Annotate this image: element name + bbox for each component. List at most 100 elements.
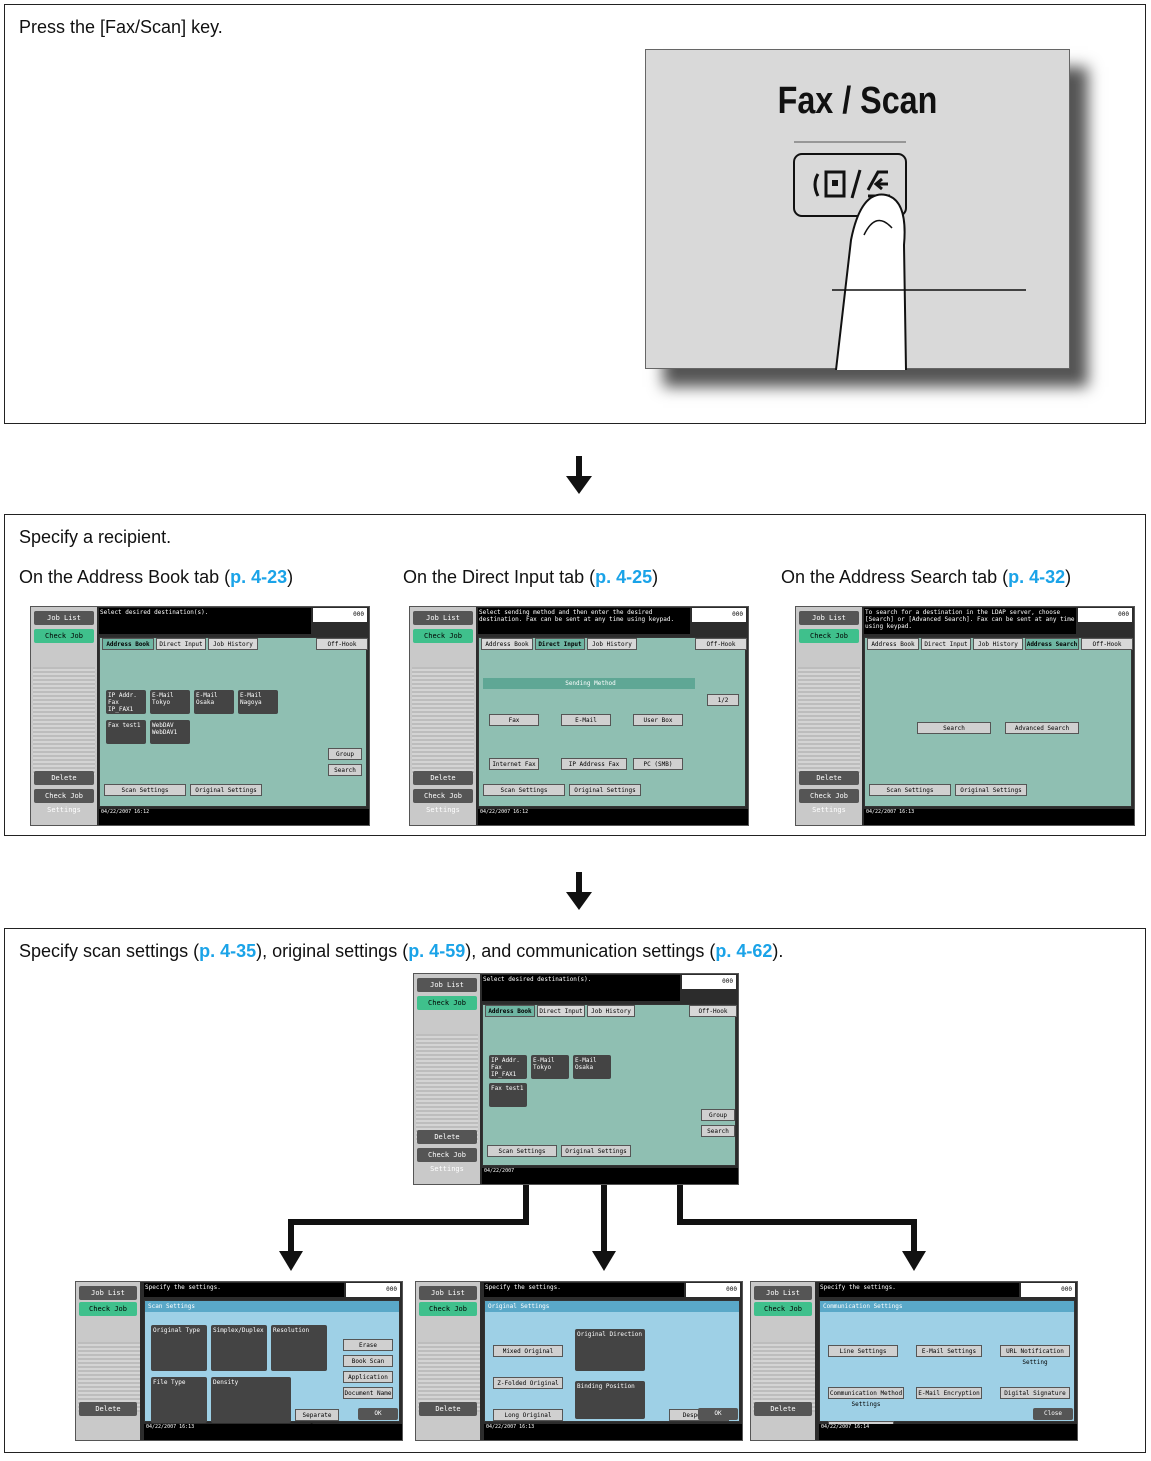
book-scan-button[interactable]: Book Scan xyxy=(343,1355,393,1367)
method-button[interactable]: User Box xyxy=(633,714,683,726)
check-job-button[interactable]: Check Job xyxy=(413,629,473,643)
entry[interactable]: E-Mail Tokyo xyxy=(531,1055,569,1079)
tab-off-hook[interactable]: Off-Hook xyxy=(689,1005,737,1017)
z-folded-button[interactable]: Z-Folded Original xyxy=(493,1377,563,1389)
resolution-button[interactable]: Resolution xyxy=(271,1325,327,1371)
tab-direct-input[interactable]: Direct Input xyxy=(156,638,206,650)
close-button[interactable]: Close xyxy=(1033,1408,1073,1420)
job-list-button[interactable]: Job List xyxy=(413,611,473,625)
delete-button[interactable]: Delete xyxy=(419,1402,477,1416)
digital-signature-button[interactable]: Digital Signature xyxy=(1000,1387,1070,1399)
delete-button[interactable]: Delete xyxy=(417,1130,477,1144)
search-button[interactable]: Search xyxy=(917,722,991,734)
tab-direct-input[interactable]: Direct Input xyxy=(921,638,971,650)
check-job-settings-button[interactable]: Check Job Settings xyxy=(799,789,859,814)
job-list-button[interactable]: Job List xyxy=(419,1286,477,1300)
method-button[interactable]: PC (SMB) xyxy=(633,758,683,770)
method-button[interactable]: Fax xyxy=(489,714,539,726)
search-button[interactable]: Search xyxy=(328,764,362,776)
page-link[interactable]: p. 4-62 xyxy=(715,941,773,961)
scan-settings-button[interactable]: Scan Settings xyxy=(104,784,186,796)
tab-address-book[interactable]: Address Book xyxy=(102,638,154,650)
check-job-button[interactable]: Check Job xyxy=(419,1302,477,1316)
method-button[interactable]: Internet Fax xyxy=(489,758,539,770)
original-settings-button[interactable]: Original Settings xyxy=(561,1145,631,1157)
method-button[interactable]: IP Address Fax xyxy=(561,758,627,770)
email-settings-button[interactable]: E-Mail Settings xyxy=(916,1345,982,1357)
line-settings-button[interactable]: Line Settings xyxy=(828,1345,898,1357)
comm-method-button[interactable]: Communication Method Settings xyxy=(828,1387,904,1408)
delete-button[interactable]: Delete xyxy=(754,1402,812,1416)
tab-direct-input[interactable]: Direct Input xyxy=(537,1005,585,1017)
check-job-button[interactable]: Check Job xyxy=(417,996,477,1010)
scan-settings-button[interactable]: Scan Settings xyxy=(869,784,951,796)
delete-button[interactable]: Delete xyxy=(799,771,859,785)
check-job-button[interactable]: Check Job xyxy=(754,1302,812,1316)
entry[interactable]: WebDAV WebDAV1 xyxy=(150,720,190,744)
erase-button[interactable]: Erase xyxy=(343,1339,393,1351)
email-encryption-button[interactable]: E-Mail Encryption xyxy=(916,1387,982,1399)
check-job-button[interactable]: Check Job xyxy=(79,1302,137,1316)
scan-settings-button[interactable]: Scan Settings xyxy=(483,784,565,796)
tab-address-search[interactable]: Address Search xyxy=(1025,638,1079,650)
tab-job-history[interactable]: Job History xyxy=(587,638,637,650)
check-job-button[interactable]: Check Job xyxy=(34,629,94,643)
delete-button[interactable]: Delete xyxy=(79,1402,137,1416)
job-list-button[interactable]: Job List xyxy=(34,611,94,625)
method-button[interactable]: E-Mail xyxy=(561,714,611,726)
tab-job-history[interactable]: Job History xyxy=(587,1005,635,1017)
check-job-button[interactable]: Check Job xyxy=(799,629,859,643)
check-job-settings-button[interactable]: Check Job Settings xyxy=(417,1148,477,1173)
entry[interactable]: Fax test1 xyxy=(489,1083,527,1107)
tab-job-history[interactable]: Job History xyxy=(208,638,258,650)
page-link[interactable]: p. 4-35 xyxy=(199,941,257,961)
entry[interactable]: E-Mail Tokyo xyxy=(150,690,190,714)
mixed-original-button[interactable]: Mixed Original xyxy=(493,1345,563,1357)
tab-off-hook[interactable]: Off-Hook xyxy=(316,638,368,650)
entry[interactable]: E-Mail Osaka xyxy=(573,1055,611,1079)
tab-address-book[interactable]: Address Book xyxy=(867,638,919,650)
job-list-button[interactable]: Job List xyxy=(417,978,477,992)
entry[interactable]: Fax test1 xyxy=(106,720,146,744)
tab-job-history[interactable]: Job History xyxy=(973,638,1023,650)
file-type-button[interactable]: File Type xyxy=(151,1377,207,1423)
job-list-button[interactable]: Job List xyxy=(799,611,859,625)
page-link[interactable]: p. 4-25 xyxy=(595,567,653,587)
document-name-button[interactable]: Document Name xyxy=(343,1387,393,1399)
job-list-button[interactable]: Job List xyxy=(79,1286,137,1300)
entry[interactable]: IP Addr. Fax IP_FAX1 xyxy=(489,1055,527,1079)
tab-direct-input[interactable]: Direct Input xyxy=(535,638,585,650)
page-link[interactable]: p. 4-32 xyxy=(1008,567,1066,587)
tab-address-book[interactable]: Address Book xyxy=(481,638,533,650)
binding-position-button[interactable]: Binding Position xyxy=(575,1381,645,1419)
tab-off-hook[interactable]: Off-Hook xyxy=(695,638,747,650)
entry[interactable]: E-Mail Nagoya xyxy=(238,690,278,714)
original-settings-button[interactable]: Original Settings xyxy=(569,784,641,796)
density-button[interactable]: Density xyxy=(211,1377,291,1423)
scan-settings-button[interactable]: Scan Settings xyxy=(487,1145,557,1157)
page-link[interactable]: p. 4-23 xyxy=(230,567,288,587)
delete-button[interactable]: Delete xyxy=(413,771,473,785)
check-job-settings-button[interactable]: Check Job Settings xyxy=(413,789,473,814)
tab-address-book[interactable]: Address Book xyxy=(485,1005,535,1017)
search-button[interactable]: Search xyxy=(701,1125,735,1137)
check-job-settings-button[interactable]: Check Job Settings xyxy=(34,789,94,814)
delete-button[interactable]: Delete xyxy=(34,771,94,785)
separate-scan-button[interactable]: Separate Scan xyxy=(295,1409,339,1430)
page-link[interactable]: p. 4-59 xyxy=(408,941,466,961)
entry[interactable]: E-Mail Osaka xyxy=(194,690,234,714)
ok-button[interactable]: OK xyxy=(698,1408,738,1420)
original-settings-button[interactable]: Original Settings xyxy=(190,784,262,796)
simplex-duplex-button[interactable]: Simplex/Duplex xyxy=(211,1325,267,1371)
original-direction-button[interactable]: Original Direction xyxy=(575,1329,645,1371)
original-type-button[interactable]: Original Type xyxy=(151,1325,207,1371)
application-button[interactable]: Application xyxy=(343,1371,393,1383)
tab-off-hook[interactable]: Off-Hook xyxy=(1081,638,1133,650)
entry[interactable]: IP Addr. Fax IP_FAX1 xyxy=(106,690,146,714)
group-button[interactable]: Group xyxy=(701,1109,735,1121)
original-settings-button[interactable]: Original Settings xyxy=(955,784,1027,796)
long-original-button[interactable]: Long Original xyxy=(493,1409,563,1421)
group-button[interactable]: Group xyxy=(328,748,362,760)
url-notification-button[interactable]: URL Notification Setting xyxy=(1000,1345,1070,1366)
job-list-button[interactable]: Job List xyxy=(754,1286,812,1300)
